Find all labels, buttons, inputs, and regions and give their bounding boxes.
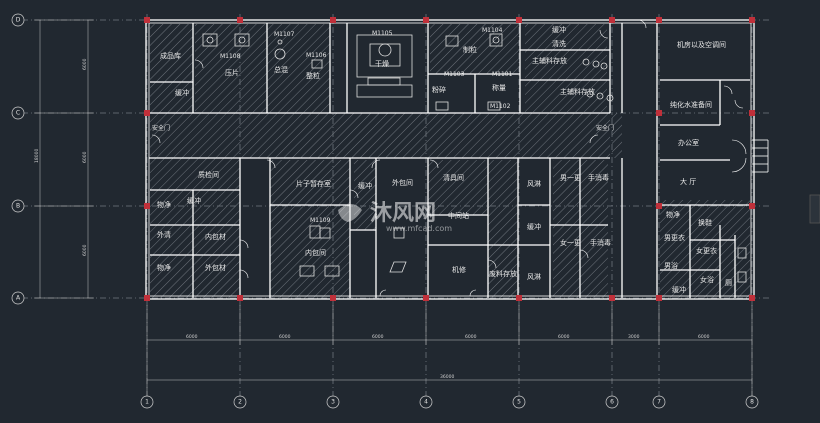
axis-label-2: 2 — [238, 399, 242, 406]
room-qc: 质检间 — [198, 170, 219, 179]
room-outer-pack: 外包间 — [392, 178, 413, 187]
dimension-texts: 6000 6000 6000 6000 6000 3000 6000 36000… — [34, 58, 710, 380]
axis-bubbles — [11, 13, 759, 409]
door-m1103: M1103 — [444, 71, 465, 78]
axis-label-3: 3 — [331, 399, 335, 406]
dim-bottom-1: 6000 — [186, 334, 198, 340]
axis-label-7: 7 — [657, 399, 661, 406]
room-press: 压片 — [225, 68, 239, 77]
axis-label-5: 5 — [517, 399, 521, 406]
watermark-brand: 沐风网 — [370, 201, 436, 226]
room-hand-wash-2: 手消毒 — [590, 238, 611, 247]
door-m1106: M1106 — [306, 52, 327, 59]
walls — [145, 19, 755, 300]
bottom-dimensions — [146, 305, 753, 398]
dim-bottom-total: 36000 — [440, 374, 454, 380]
room-item-clean: 物净 — [157, 200, 171, 209]
room-wash: 清洗 — [552, 39, 566, 48]
equipment-fixtures — [202, 33, 747, 283]
door-m1108: M1108 — [220, 53, 241, 60]
room-female-locker: 女更衣 — [696, 246, 717, 255]
dim-bottom-4: 6000 — [465, 334, 477, 340]
room-change-1-m: 男一更 — [560, 174, 581, 182]
room-finished-storage: 成品库 — [160, 51, 181, 60]
room-cleaning-tools: 清具间 — [443, 173, 464, 182]
room-drying: 干燥 — [375, 59, 389, 68]
dim-bottom-3: 6000 — [372, 334, 384, 340]
room-machine: 机房以及空调间 — [677, 40, 726, 49]
axis-label-8: 8 — [750, 399, 754, 406]
room-machine-repair: 机修 — [452, 265, 466, 274]
room-buffer-right: 缓冲 — [527, 222, 541, 231]
room-toilet: 厕 — [725, 279, 732, 287]
room-buffer-bottom-right: 缓冲 — [672, 285, 686, 294]
room-buffer-top-left: 缓冲 — [175, 88, 189, 97]
entrance-steps — [731, 139, 820, 224]
axis-label-4: 4 — [424, 399, 428, 406]
room-shoe-change: 换鞋 — [698, 218, 712, 227]
room-purified-water: 纯化水准备间 — [670, 100, 712, 109]
dim-left-3: 6000 — [82, 244, 88, 256]
watermark-url: www.mfcad.com — [386, 224, 452, 233]
room-main-aux-storage-2: 主辅料存放 — [560, 87, 595, 96]
room-intermediate-station: 中间站 — [448, 211, 469, 220]
axis-label-B: B — [16, 203, 20, 210]
room-male-bath: 男浴 — [664, 261, 678, 270]
room-inner-pack: 内包间 — [305, 248, 326, 257]
structural-columns — [144, 17, 755, 301]
room-weighing: 称量 — [492, 83, 506, 92]
axis-label-D: D — [16, 17, 21, 24]
door-m1101: M1101 — [492, 71, 513, 78]
door-m1104: M1104 — [482, 27, 503, 34]
hatched-areas — [150, 24, 750, 298]
room-female-bath: 女浴 — [700, 275, 714, 284]
room-change-1-f: 女一更 — [560, 238, 581, 247]
axis-labels: 1 2 3 4 5 6 7 8 D C B A — [16, 17, 754, 406]
dim-left-2: 6000 — [82, 151, 88, 163]
room-buffer-mid-left: 缓冲 — [187, 196, 201, 205]
dim-bottom-6: 3000 — [628, 334, 640, 340]
safety-exit-left: 安全门 — [152, 124, 170, 132]
dim-bottom-5: 6000 — [558, 334, 570, 340]
room-hall: 大 厅 — [680, 177, 696, 186]
door-m1109: M1109 — [310, 217, 331, 224]
room-item-clean-3: 物净 — [666, 210, 680, 219]
room-buffer-top-right: 缓冲 — [552, 25, 566, 34]
door-m1107: M1107 — [274, 31, 295, 38]
safety-exit-right: 安全门 — [596, 124, 614, 132]
dim-left-1: 6000 — [82, 58, 88, 70]
room-outer-clean: 外清 — [157, 230, 171, 239]
dim-bottom-2: 6000 — [279, 334, 291, 340]
dim-bottom-7: 6000 — [698, 334, 710, 340]
room-mixing: 总混 — [274, 65, 288, 74]
dim-left-total: 18000 — [34, 149, 40, 163]
axis-label-1: 1 — [145, 399, 149, 406]
room-granulating: 整粒 — [306, 71, 320, 80]
room-main-aux-storage-1: 主辅料存放 — [532, 56, 567, 65]
door-swings — [151, 19, 744, 297]
axis-label-6: 6 — [610, 399, 614, 406]
room-buffer-mid: 缓冲 — [358, 181, 372, 190]
room-air-shower-1: 风淋 — [527, 179, 541, 188]
left-dimensions — [34, 19, 94, 299]
axis-label-C: C — [16, 110, 20, 117]
room-hand-wash-1: 手消毒 — [588, 173, 609, 182]
room-granulation: 制粒 — [463, 45, 477, 54]
room-tablet-temp-storage: 片子暂存室 — [296, 179, 331, 188]
watermark: 沐风网 www.mfcad.com — [338, 201, 452, 233]
room-office: 办公室 — [678, 138, 699, 147]
watermark-logo-icon — [338, 204, 362, 222]
door-m1102: M1102 — [490, 103, 511, 110]
room-inner-pack-material: 内包材 — [205, 232, 226, 241]
room-labels: 成品库 缓冲 压片 M1108 M1107 总混 M1106 整粒 M1105 … — [152, 25, 732, 294]
room-waste-storage: 废料存放 — [489, 269, 517, 278]
door-m1105: M1105 — [372, 30, 393, 37]
room-crushing: 粉碎 — [432, 85, 446, 94]
room-item-clean-2: 物净 — [157, 263, 171, 272]
room-male-locker: 男更衣 — [664, 233, 685, 242]
room-outer-pack-material: 外包材 — [205, 263, 226, 272]
room-air-shower-2: 风淋 — [527, 272, 541, 281]
axis-label-A: A — [16, 295, 21, 302]
